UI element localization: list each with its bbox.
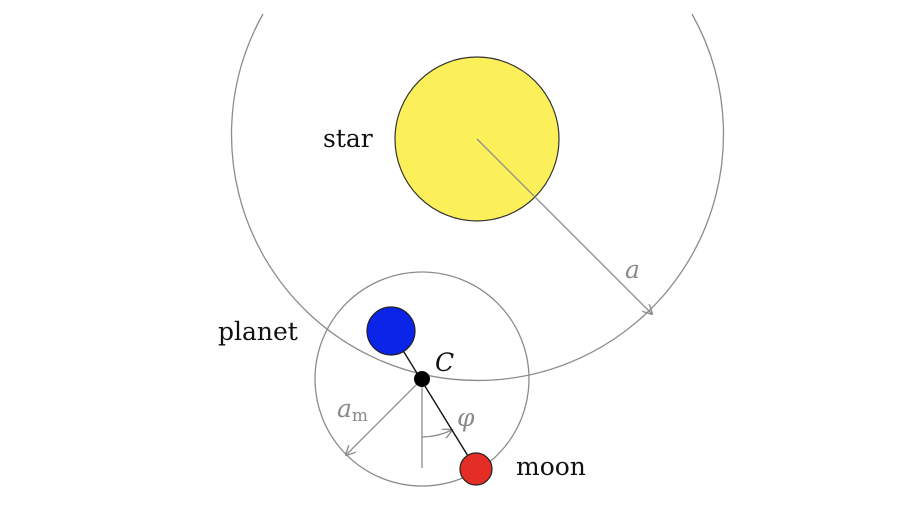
planet-label: planet	[218, 317, 298, 346]
moon-circle	[459, 452, 493, 486]
planet-moon-line	[390, 330, 477, 470]
star-orbit-circle	[230, 13, 725, 382]
barycenter-dot	[414, 371, 430, 387]
moon-orbit-radius-main: a	[337, 394, 352, 423]
moon-orbit-circle	[314, 271, 530, 487]
star-orbit-radius-arrow	[476, 138, 652, 314]
moon-orbit-radius-subscript: m	[352, 406, 368, 426]
angle-label: φ	[457, 403, 475, 432]
barycenter-label: C	[435, 348, 454, 377]
angle-arc	[421, 430, 452, 437]
moon-label: moon	[516, 452, 586, 481]
planet-circle	[366, 306, 416, 356]
star-orbit-radius-label: a	[625, 255, 640, 284]
moon-orbit-radius-label: am	[337, 394, 368, 426]
star-label: star	[323, 124, 373, 153]
moon-orbit-radius-arrow	[346, 378, 423, 455]
